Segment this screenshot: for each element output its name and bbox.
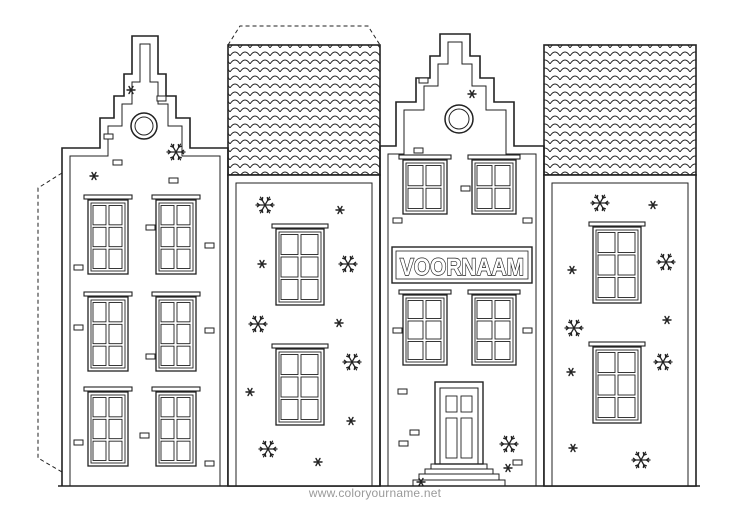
brick: [413, 147, 424, 154]
front-steps: [412, 463, 506, 487]
front-door: [434, 381, 484, 465]
brick: [73, 264, 84, 271]
window: [151, 386, 201, 467]
brick: [73, 324, 84, 331]
brick: [392, 217, 403, 224]
snowflake-icon: [338, 255, 358, 273]
house-3-outline: [379, 33, 545, 486]
snowflake-icon: [342, 353, 362, 371]
window: [151, 194, 201, 275]
snowflake-icon: [590, 194, 610, 212]
brick: [73, 439, 84, 446]
snowflake-icon: [631, 451, 651, 469]
house-1: [61, 35, 229, 486]
window: [83, 291, 133, 372]
brick: [392, 327, 403, 334]
snowflake-icon: [258, 440, 278, 458]
brick: [512, 459, 523, 466]
brick: [145, 353, 156, 360]
window: [398, 154, 452, 215]
window: [271, 343, 329, 426]
brick: [204, 327, 215, 334]
brick: [145, 224, 156, 231]
star-icon: [346, 416, 356, 426]
window: [151, 291, 201, 372]
brick: [460, 185, 471, 192]
watermark: www.coloryourname.net: [308, 486, 442, 500]
star-icon: [334, 318, 344, 328]
star-icon: [245, 387, 255, 397]
star-icon: [126, 85, 136, 95]
round-window-icon: [444, 104, 474, 134]
brick: [418, 77, 429, 84]
window: [588, 341, 646, 424]
star-icon: [313, 457, 323, 467]
snowflake-icon: [248, 315, 268, 333]
star-icon: [467, 89, 477, 99]
brick: [522, 217, 533, 224]
window: [467, 289, 521, 366]
star-icon: [503, 463, 513, 473]
star-icon: [568, 443, 578, 453]
name-plate-text: VOORNAAM: [400, 254, 524, 281]
window: [467, 154, 521, 215]
star-icon: [648, 200, 658, 210]
snowflake-icon: [255, 196, 275, 214]
fold-tab-left: [37, 172, 63, 473]
bricks-layer: [73, 77, 533, 467]
window: [588, 221, 646, 304]
star-icon: [335, 205, 345, 215]
star-icon: [662, 315, 672, 325]
brick: [156, 95, 167, 102]
house-3-inner-outline: [387, 41, 537, 486]
window: [83, 386, 133, 467]
snowflake-icon: [564, 319, 584, 337]
brick: [139, 432, 150, 439]
window: [271, 223, 329, 306]
brick: [522, 327, 533, 334]
brick: [409, 429, 420, 436]
brick: [103, 133, 114, 140]
brick: [168, 177, 179, 184]
snowflake-icon: [653, 353, 673, 371]
brick: [204, 460, 215, 467]
star-icon: [567, 265, 577, 275]
house-1-outline: [61, 35, 229, 486]
star-icon: [566, 367, 576, 377]
house-2-roof: [227, 44, 381, 176]
brick: [398, 440, 409, 447]
star-icon: [257, 259, 267, 269]
snowflake-icon: [166, 143, 186, 161]
snowflake-icon: [499, 435, 519, 453]
house-4-roof: [543, 44, 697, 176]
brick: [204, 242, 215, 249]
name-plate: VOORNAAM: [391, 246, 533, 284]
snowflakes-layer: [89, 85, 676, 487]
star-icon: [89, 171, 99, 181]
window: [83, 194, 133, 275]
house-3: [379, 33, 545, 486]
house-2-wall: [227, 174, 381, 487]
brick: [112, 159, 123, 166]
fold-tab-roof-2: [227, 25, 381, 46]
brick: [397, 388, 408, 395]
house-1-inner-outline: [69, 43, 221, 486]
snowflake-icon: [656, 253, 676, 271]
window: [398, 289, 452, 366]
windows-layer: [83, 154, 646, 467]
round-window-icon: [130, 112, 158, 140]
